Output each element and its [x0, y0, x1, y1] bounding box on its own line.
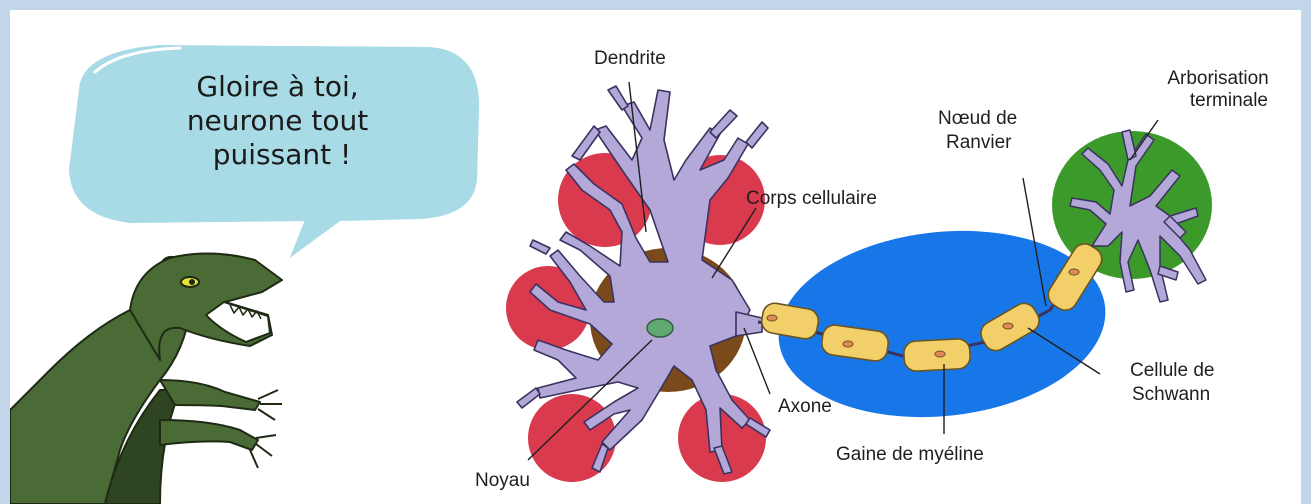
label-noyau: Noyau: [475, 470, 530, 491]
dinosaur-raptor-icon: [10, 253, 282, 504]
label-cellule-de-schwann: Cellule de Schwann: [1130, 360, 1220, 405]
label-corps-cellulaire: Corps cellulaire: [746, 188, 877, 209]
label-cellule-line-1: Cellule de: [1130, 360, 1215, 381]
label-arborisation-line-1: Arborisation: [1167, 68, 1268, 89]
bubble-line-2: neurone tout: [187, 104, 368, 137]
speech-bubble: Gloire à toi, neurone tout puissant !: [70, 46, 478, 255]
label-noeud-line-2: Ranvier: [946, 132, 1012, 153]
label-arborisation-line-2: terminale: [1190, 90, 1268, 111]
label-dendrite: Dendrite: [594, 48, 666, 69]
nucleus: [647, 319, 673, 337]
bubble-line-3: puissant !: [213, 138, 351, 171]
illustration-canvas: Gloire à toi, neurone tout puissant !: [10, 10, 1301, 504]
bubble-line-1: Gloire à toi,: [196, 70, 358, 103]
label-noeud-line-1: Nœud de: [938, 108, 1017, 129]
label-axone: Axone: [778, 396, 832, 417]
label-arborisation-terminale: Arborisation terminale: [1167, 68, 1274, 111]
bubble-text: Gloire à toi, neurone tout puissant !: [187, 70, 377, 171]
label-gaine-de-myeline: Gaine de myéline: [836, 444, 984, 465]
label-noeud-de-ranvier: Nœud de Ranvier: [938, 108, 1022, 153]
label-cellule-line-2: Schwann: [1132, 384, 1210, 405]
